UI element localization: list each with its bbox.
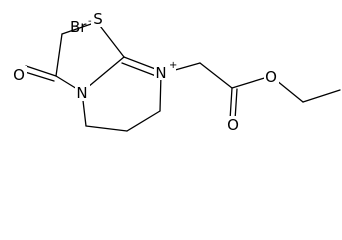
bond-ch2-ch3 — [302, 89, 341, 103]
bond-layer — [24, 21, 341, 132]
bond-cester-o-double-a — [229, 87, 233, 121]
bond-c7-nplus — [159, 73, 162, 112]
atom-ester-carbonyl-oxygen: O — [227, 116, 239, 132]
atom-carbonyl-oxygen: O — [13, 66, 25, 84]
atom-cationic-charge: + — [169, 60, 177, 71]
bond-ch2-c3 — [55, 33, 63, 77]
counterion-element: Br — [70, 18, 87, 36]
bond-ch2-cester — [199, 62, 233, 89]
atom-ring-nitrogen: N — [76, 84, 87, 102]
atom-cationic-nitrogen: N — [155, 64, 166, 82]
bond-c8a-nplus-a — [123, 56, 159, 71]
atom-sulfur: S — [93, 10, 103, 28]
bond-c6-c7 — [126, 110, 161, 132]
bond-c5-c6 — [85, 125, 128, 132]
bond-c8a-nplus-b — [121, 62, 157, 77]
atom-layer: S O N N + O O — [12, 10, 279, 132]
atom-ester-oxygen: O — [265, 68, 277, 86]
chemical-structure-diagram: S O N N + O O Br - — [12, 10, 341, 132]
counterion-bromide: Br - — [70, 16, 92, 36]
bond-c3-o-double-a — [25, 65, 57, 77]
bond-s-c8a — [96, 21, 125, 58]
counterion-charge: - — [88, 16, 92, 27]
bond-cester-o-double-b — [234, 88, 238, 121]
bond-c3-o-double-b — [24, 71, 55, 82]
